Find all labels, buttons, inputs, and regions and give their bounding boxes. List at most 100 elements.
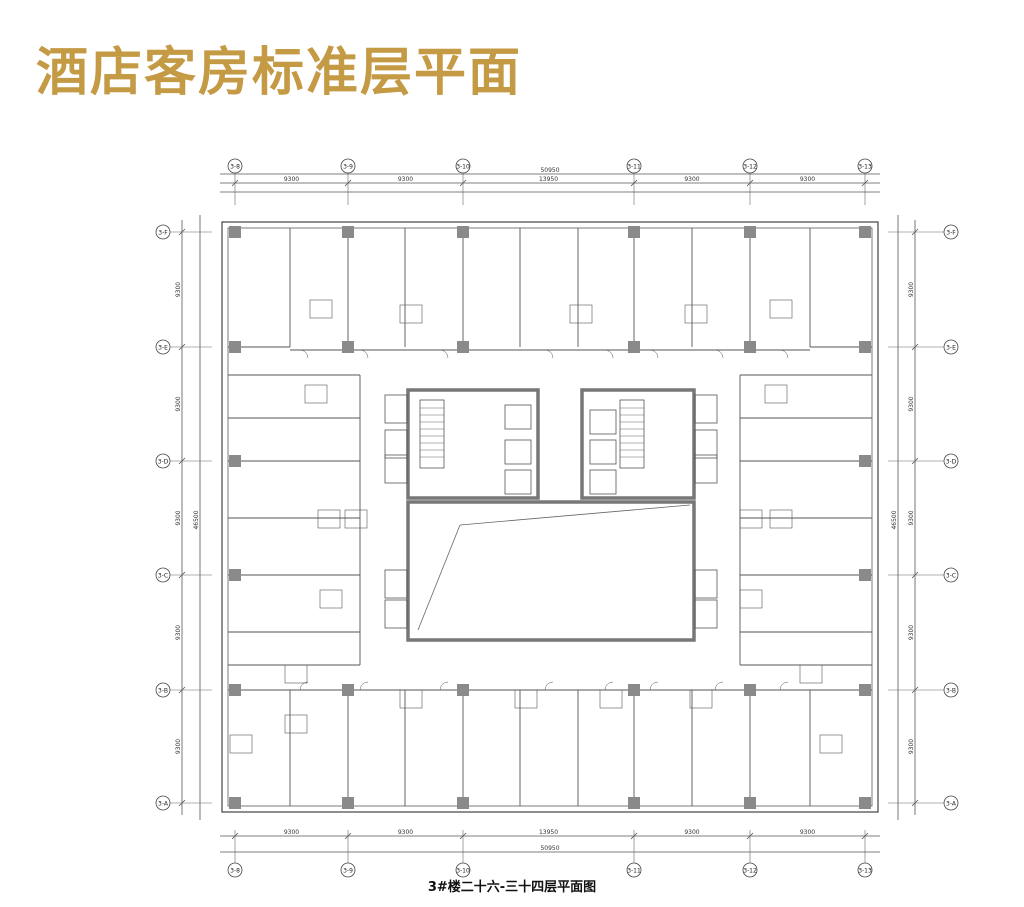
dimension-label: 9300 [684, 176, 699, 183]
axis-label-top: 3-9 [343, 164, 353, 171]
bathroom-box [684, 304, 708, 324]
page-title: 酒店客房标准层平面 [36, 43, 523, 103]
core-right-walls [580, 388, 696, 500]
bathroom-box [764, 384, 788, 404]
elevator-shaft [504, 439, 532, 465]
axis-label-left: 3-F [158, 230, 168, 237]
structural-column [628, 684, 640, 696]
service-room [384, 599, 408, 629]
dimension-lines [178, 173, 919, 853]
bathroom-box [344, 509, 368, 529]
bathroom-box [284, 664, 308, 684]
door-swing [649, 349, 659, 359]
axis-label-left: 3-B [158, 688, 168, 695]
structural-column [457, 684, 469, 696]
bathroom-box [514, 689, 538, 709]
axis-label-top: 3-13 [858, 164, 872, 171]
axis-label-top: 3-8 [230, 164, 240, 171]
door-swing [714, 349, 724, 359]
structural-column [229, 797, 241, 809]
structural-column [342, 226, 354, 238]
bathroom-box [739, 509, 763, 529]
door-swing [544, 681, 554, 691]
dimension-total-top: 50950 [540, 167, 559, 174]
axis-label-right: 3-B [946, 688, 956, 695]
structural-column [744, 797, 756, 809]
axis-label-right: 3-C [946, 573, 956, 580]
dimension-label: 9300 [800, 176, 815, 183]
drawing-caption: 3#楼二十六-三十四层平面图 [427, 880, 597, 895]
door-swing [714, 681, 724, 691]
structural-column [457, 341, 469, 353]
bathroom-box [769, 509, 793, 529]
structural-column [342, 684, 354, 696]
dimension-label: 9300 [284, 829, 299, 836]
dimension-label: 9300 [175, 625, 182, 640]
structural-column [229, 455, 241, 467]
structural-column [744, 341, 756, 353]
service-room [694, 599, 718, 629]
structural-column [229, 341, 241, 353]
door-swing [779, 349, 789, 359]
dimension-label: 9300 [175, 739, 182, 754]
outer-wall [221, 221, 879, 813]
door-swing [299, 349, 309, 359]
axis-label-bottom: 3-11 [627, 868, 641, 875]
bathroom-box [739, 589, 763, 609]
bathroom-box [229, 734, 253, 754]
dimension-label: 9300 [908, 510, 915, 525]
dimension-label: 9300 [684, 829, 699, 836]
structural-column [628, 797, 640, 809]
dimension-label: 9300 [175, 510, 182, 525]
structural-column [457, 226, 469, 238]
dimension-total-right: 46500 [891, 510, 898, 529]
door-swing [439, 349, 449, 359]
bathroom-box [399, 689, 423, 709]
structural-column [229, 684, 241, 696]
structural-column [859, 797, 871, 809]
dimension-total-bottom: 50950 [540, 845, 559, 852]
axis-label-bottom: 3-9 [343, 868, 353, 875]
elevator-shaft [504, 404, 532, 430]
dimension-label: 9300 [175, 396, 182, 411]
axis-label-right: 3-D [946, 459, 957, 466]
axis-label-top: 3-12 [743, 164, 757, 171]
axis-label-bottom: 3-13 [858, 868, 872, 875]
room-partitions [228, 228, 872, 806]
bathroom-box [319, 589, 343, 609]
atrium-slope-line [459, 504, 691, 526]
axis-label-bottom: 3-8 [230, 868, 240, 875]
structural-column [229, 569, 241, 581]
bathroom-box [689, 689, 713, 709]
bathroom-box [317, 509, 341, 529]
core-walls [384, 388, 718, 642]
axis-label-right: 3-A [946, 801, 957, 808]
axis-label-left: 3-C [158, 573, 168, 580]
door-swing [359, 349, 369, 359]
dimension-label: 9300 [800, 829, 815, 836]
atrium-slope-line [417, 524, 461, 631]
dimension-label: 9300 [284, 176, 299, 183]
dimension-label: 9300 [175, 282, 182, 297]
axis-label-bottom: 3-10 [456, 868, 470, 875]
door-swing [544, 349, 554, 359]
door-swing [299, 681, 309, 691]
service-room [384, 394, 408, 424]
bathroom-box [819, 734, 843, 754]
dimension-total-left: 46500 [193, 510, 200, 529]
axis-label-left: 3-D [158, 459, 169, 466]
structural-column [342, 341, 354, 353]
bathroom-box [569, 304, 593, 324]
dimension-label: 13950 [539, 176, 558, 183]
structural-column [457, 797, 469, 809]
dimension-label: 9300 [908, 739, 915, 754]
door-swing [649, 681, 659, 691]
core-left-walls [406, 388, 540, 500]
building-outline [221, 221, 879, 813]
stair-box [419, 399, 445, 469]
elevator-shaft [504, 469, 532, 495]
bathroom-box [599, 689, 623, 709]
dimension-label: 9300 [398, 176, 413, 183]
structural-column [628, 341, 640, 353]
